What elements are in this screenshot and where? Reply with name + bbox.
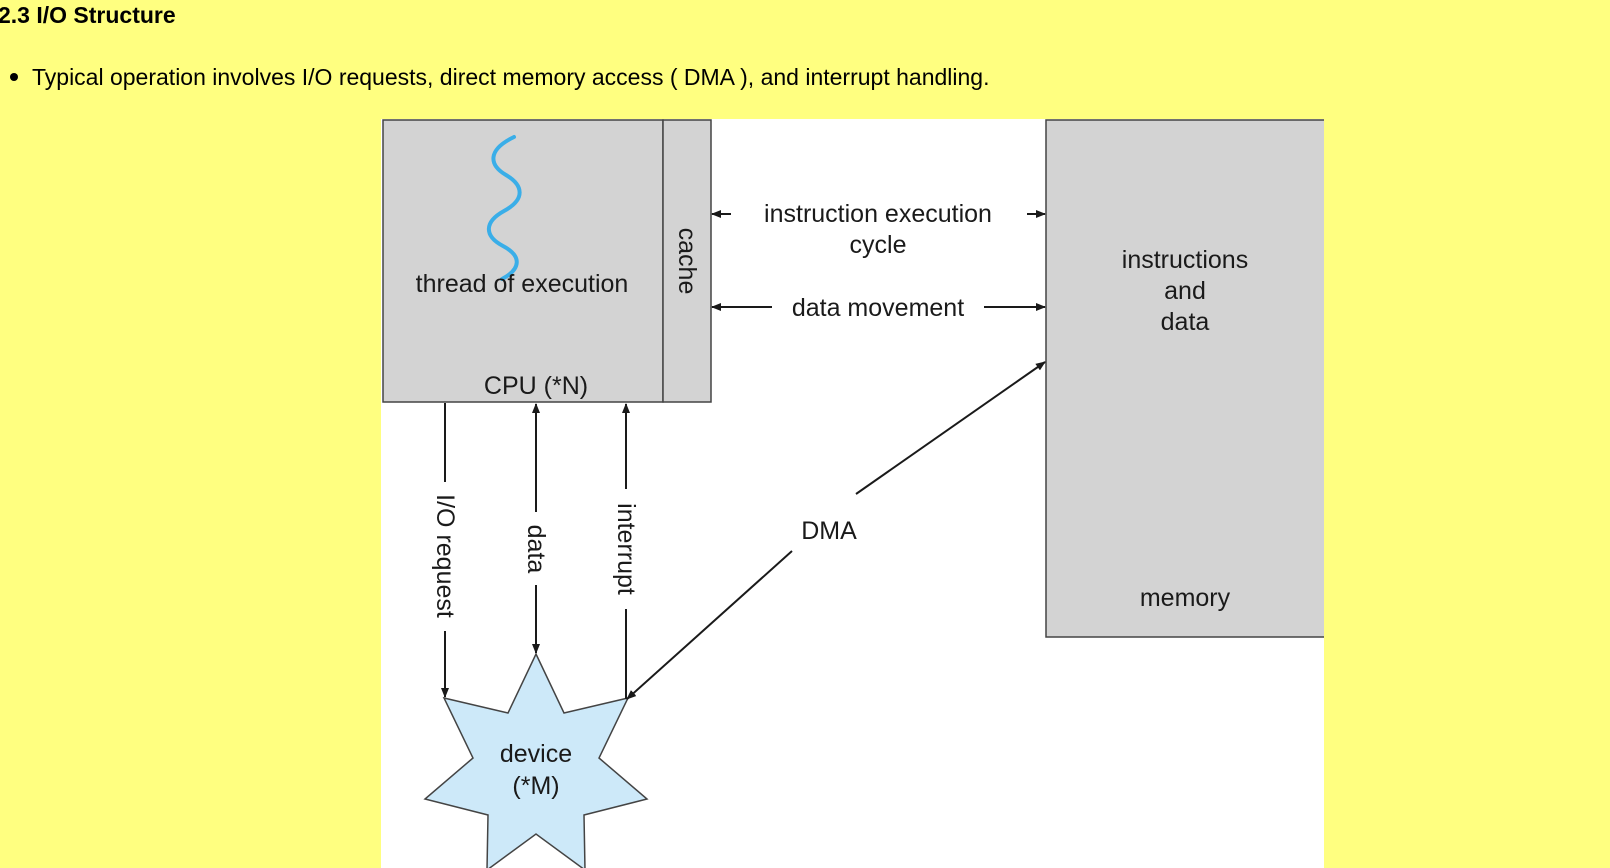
cpu-label: CPU (*N) bbox=[484, 372, 588, 400]
data-label: data bbox=[522, 525, 550, 574]
io-structure-diagram: thread of execution CPU (*N) cache instr… bbox=[381, 119, 1324, 868]
interrupt-arrow: interrupt bbox=[612, 403, 640, 699]
io-request-arrow: I/O request bbox=[431, 403, 459, 698]
bullet-text: Typical operation involves I/O requests,… bbox=[32, 64, 990, 90]
memory-content-line1: instructions bbox=[1122, 246, 1248, 274]
memory-label: memory bbox=[1140, 584, 1231, 612]
cpu-box: thread of execution CPU (*N) bbox=[382, 119, 664, 403]
dma-arrow: DMA bbox=[626, 361, 1046, 700]
thread-wave-icon bbox=[486, 135, 522, 281]
instruction-cycle-arrow: instruction execution cycle bbox=[711, 200, 1046, 259]
thread-of-execution-label: thread of execution bbox=[416, 270, 629, 298]
instruction-cycle-label-line2: cycle bbox=[850, 231, 907, 259]
interrupt-label: interrupt bbox=[612, 503, 640, 595]
memory-box: instructions and data memory bbox=[1045, 119, 1324, 638]
instruction-cycle-label-line1: instruction execution bbox=[764, 200, 992, 228]
device-label-line1: device bbox=[500, 740, 572, 768]
dma-label: DMA bbox=[801, 517, 857, 545]
cache-label: cache bbox=[673, 228, 701, 295]
list-item: Typical operation involves I/O requests,… bbox=[10, 62, 989, 92]
data-movement-arrow: data movement bbox=[711, 294, 1046, 322]
bullet-list: Typical operation involves I/O requests,… bbox=[10, 62, 989, 92]
io-request-label: I/O request bbox=[431, 494, 459, 618]
data-movement-label: data movement bbox=[792, 294, 964, 322]
device-label-line2: (*M) bbox=[512, 772, 559, 800]
device-star: device (*M) bbox=[423, 652, 649, 868]
memory-content-line2: and bbox=[1164, 277, 1206, 305]
bullet-dot bbox=[10, 72, 18, 81]
data-arrow: data bbox=[522, 403, 550, 654]
section-heading: 2.3 I/O Structure bbox=[0, 2, 176, 28]
memory-content-line3: data bbox=[1161, 308, 1210, 336]
cache-box: cache bbox=[662, 119, 712, 403]
